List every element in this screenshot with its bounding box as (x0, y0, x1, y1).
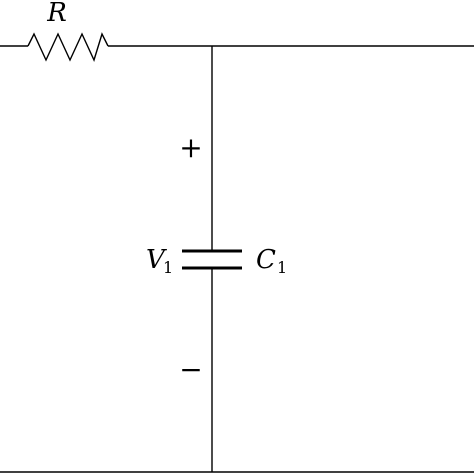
resistor-zigzag (27, 32, 109, 62)
voltage-subscript: 1 (163, 258, 173, 277)
capacitor-subscript: 1 (277, 258, 287, 277)
resistor-label: R (46, 0, 67, 28)
capacitor-label: C (256, 245, 276, 275)
voltage-label: V (146, 245, 167, 275)
negative-sign: − (179, 353, 202, 386)
positive-sign: + (179, 131, 202, 164)
